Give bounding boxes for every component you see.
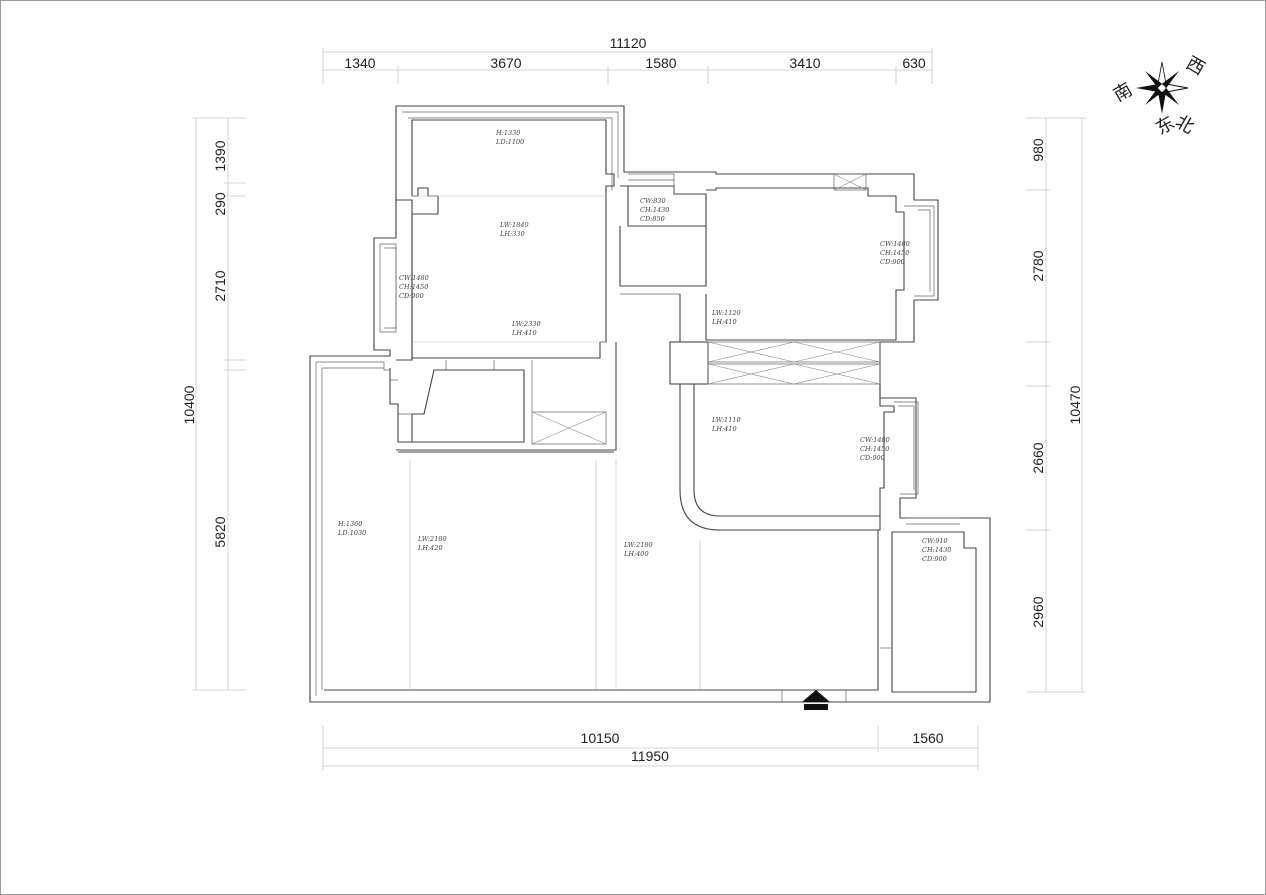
right-total-label: 10470 <box>1067 385 1083 424</box>
top-dimension: 11120 1340 3670 1580 3410 630 <box>322 35 933 84</box>
compass-east: 东 <box>1152 112 1178 139</box>
note-corridor-top-2: LH:410 <box>711 318 737 326</box>
top-total-label: 11120 <box>610 35 647 51</box>
note-left-window-3: CD:900 <box>399 292 424 300</box>
note-upper-center-1: LW:1840 <box>499 221 529 229</box>
compass-west: 西 <box>1182 53 1208 80</box>
right-seg-1: 980 <box>1030 138 1046 162</box>
right-seg-4: 2960 <box>1030 596 1046 627</box>
left-dimension: 10400 1390 290 2710 5820 <box>181 117 246 691</box>
note-right-mid-3: CD:900 <box>860 454 885 462</box>
top-seg-2: 3670 <box>490 55 521 71</box>
top-seg-4: 3410 <box>789 55 820 71</box>
right-seg-3: 2660 <box>1030 442 1046 473</box>
note-living-left-2: LD:1030 <box>337 529 366 537</box>
room-notes: H:1330 LD:1100 LW:1840 LH:330 CW:1480 CH… <box>337 129 951 563</box>
note-top-room-1: H:1330 <box>495 129 520 137</box>
note-bottom-right-2: CH:1430 <box>922 546 951 554</box>
note-small-room-2: CH:1430 <box>640 206 669 214</box>
bottom-dimension: 10150 1560 11950 <box>322 726 979 770</box>
note-upper-lower-2: LH:410 <box>511 329 537 337</box>
bottom-total-label: 11950 <box>631 748 669 764</box>
note-right-top-1: CW:1480 <box>880 240 910 248</box>
note-right-mid-1: CW:1480 <box>860 436 890 444</box>
left-seg-4: 5820 <box>212 516 228 547</box>
compass-north: 北 <box>1172 111 1198 138</box>
note-top-room-2: LD:1100 <box>495 138 524 146</box>
left-seg-3: 2710 <box>212 270 228 301</box>
right-seg-2: 2780 <box>1030 250 1046 281</box>
note-bottom-right-1: CW:910 <box>922 537 948 545</box>
entrance-arrow-icon <box>802 690 830 702</box>
left-total-label: 10400 <box>181 385 197 424</box>
bottom-seg-1: 10150 <box>581 730 620 746</box>
note-left-window-2: CH:1450 <box>399 283 428 291</box>
top-seg-3: 1580 <box>645 55 676 71</box>
note-living-mid1-1: LW:2180 <box>417 535 447 543</box>
note-right-mid-2: CH:1450 <box>860 445 889 453</box>
note-corridor-bottom-2: LH:410 <box>711 425 737 433</box>
note-living-mid2-1: LW:2180 <box>623 541 653 549</box>
note-small-room-1: CW:830 <box>640 197 666 205</box>
note-living-mid2-2: LH:400 <box>623 550 649 558</box>
left-seg-2: 290 <box>212 192 228 216</box>
left-seg-1: 1390 <box>212 140 228 171</box>
note-small-room-3: CD:850 <box>640 215 665 223</box>
reference-lines <box>409 195 701 690</box>
walls <box>309 105 991 710</box>
note-bottom-right-3: CD:900 <box>922 555 947 563</box>
note-living-left-1: H:1360 <box>337 520 362 528</box>
note-left-window-1: CW:1480 <box>399 274 429 282</box>
note-right-top-2: CH:1450 <box>880 249 909 257</box>
bottom-seg-2: 1560 <box>912 730 943 746</box>
top-seg-5: 630 <box>902 55 926 71</box>
note-upper-center-2: LH:330 <box>499 230 525 238</box>
note-right-top-3: CD:900 <box>880 258 905 266</box>
top-seg-1: 1340 <box>344 55 375 71</box>
note-corridor-top-1: LW:1120 <box>711 309 741 317</box>
compass-south: 南 <box>1110 79 1136 106</box>
note-living-mid1-2: LH:420 <box>417 544 443 552</box>
compass-icon: 西 南 北 东 <box>1110 53 1208 140</box>
right-dimension: 10470 980 2780 2660 2960 <box>1026 117 1086 693</box>
note-upper-lower-1: LW:2330 <box>511 320 541 328</box>
note-corridor-bottom-1: LW:1110 <box>711 416 741 424</box>
